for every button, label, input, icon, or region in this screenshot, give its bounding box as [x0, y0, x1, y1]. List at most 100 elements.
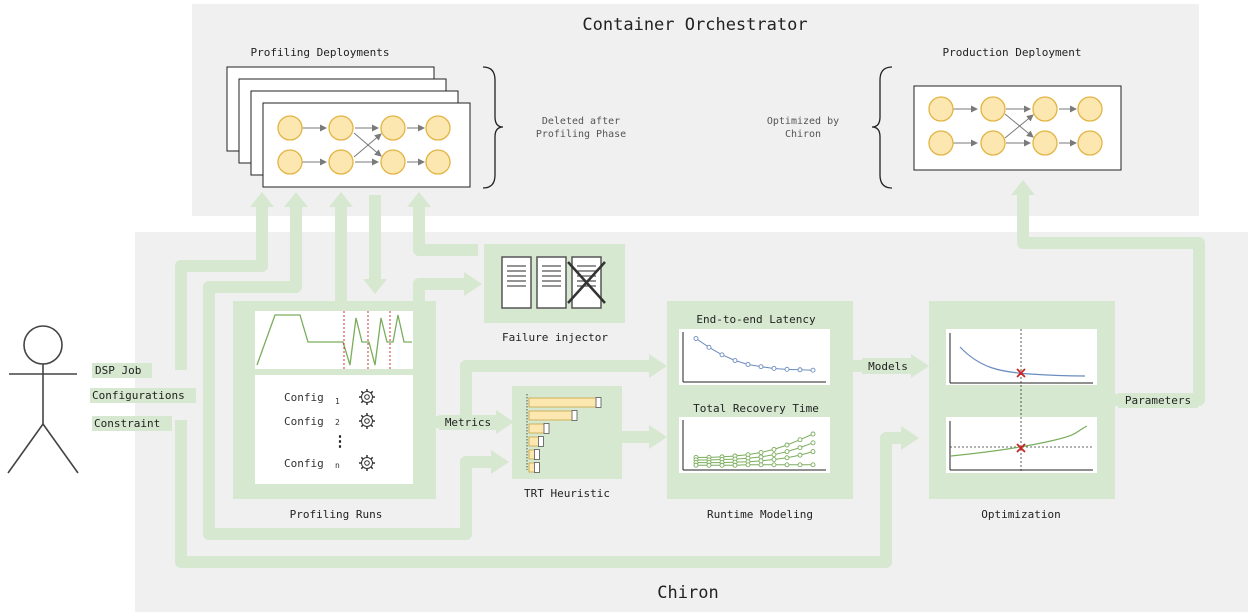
graph-edge	[353, 132, 382, 157]
optimum-marker	[1016, 368, 1026, 378]
operator-node	[380, 149, 406, 175]
data-point	[784, 442, 790, 448]
latency-chart	[682, 332, 826, 383]
failure-injector: Failure injector	[484, 244, 625, 344]
operator-node	[425, 115, 451, 141]
failure-injector-label: Failure injector	[502, 331, 608, 344]
operator-node	[928, 130, 954, 156]
data-point	[784, 366, 790, 372]
right-brace	[482, 66, 504, 189]
operator-node	[277, 149, 303, 175]
series-line	[696, 433, 814, 458]
chiron-title: Chiron	[657, 583, 718, 603]
data-point	[771, 365, 777, 371]
data-point	[810, 431, 816, 437]
metrics-timeseries-line	[256, 314, 412, 366]
profiling-deployments: Profiling Deployments Deleted after Prof…	[226, 46, 626, 189]
trt-bar	[528, 423, 546, 434]
parameters-label: Parameters	[1125, 394, 1191, 407]
trt-bar-cap	[534, 462, 540, 473]
operator-node	[328, 149, 354, 175]
data-point	[732, 358, 738, 363]
data-point	[719, 462, 725, 468]
metrics-label: Metrics	[445, 416, 491, 429]
configurations-label: Configurations	[92, 389, 185, 402]
trt-bar-cap	[538, 436, 544, 447]
constraint-label-bg	[92, 416, 172, 431]
config-subscript: n	[335, 461, 340, 470]
models-label-bg	[862, 358, 914, 374]
config-ellipsis: ⋮	[333, 432, 348, 450]
operator-node	[380, 115, 406, 141]
data-point	[771, 452, 777, 458]
recovery-chart-title: Total Recovery Time	[693, 402, 819, 415]
constraint-label: Constraint	[94, 417, 160, 430]
operator-node	[277, 115, 303, 141]
data-point	[693, 336, 699, 341]
flow-dspjob-to-profiling-deployments	[175, 205, 268, 370]
flow-configurations-to-profiling-deployments	[203, 205, 302, 398]
production-deployment-title: Production Deployment	[942, 46, 1081, 59]
trt-bar	[528, 397, 598, 408]
optimized-note-line2: Chiron	[785, 129, 821, 140]
data-point	[810, 462, 816, 468]
data-point	[797, 462, 803, 468]
operator-node	[980, 130, 1006, 156]
data-point	[810, 440, 816, 446]
config-label: Config	[284, 457, 324, 470]
latency-chart-box	[679, 329, 830, 385]
gear-icon	[359, 413, 375, 429]
left-brace	[871, 66, 893, 189]
parameters-label-bg	[1118, 393, 1198, 408]
data-point	[771, 457, 777, 462]
recovery-chart	[682, 420, 826, 471]
profiling-runs: Config 1 Config 2 ⋮ Config n	[233, 301, 436, 521]
graph-edge	[1004, 114, 1034, 139]
optimized-note-line1: Optimized by	[767, 116, 839, 127]
production-deployment: Production Deployment Optimized by Chiro…	[767, 46, 1122, 189]
optimization-latency-curve	[959, 346, 1086, 377]
config-subscript: 1	[335, 397, 340, 406]
data-point	[706, 344, 712, 350]
operator-node	[425, 149, 451, 175]
configurations-box	[255, 375, 413, 484]
data-point	[784, 462, 790, 468]
trt-bar-cap	[534, 449, 540, 460]
data-point	[771, 462, 777, 468]
config-label: Config	[284, 415, 324, 428]
data-point	[797, 367, 803, 373]
trt-heuristic-label: TRT Heuristic	[524, 487, 610, 500]
models-label: Models	[868, 360, 908, 373]
data-point	[758, 364, 764, 370]
production-dataflow-graph	[928, 96, 1103, 156]
config-row: Config n	[284, 455, 375, 471]
dsp-job-label-bg	[92, 363, 152, 378]
graph-edge	[353, 133, 382, 158]
deleted-note-line1: Deleted after	[542, 116, 620, 127]
metrics-label-bg	[439, 415, 497, 430]
user-actor	[7, 325, 79, 474]
actor-leg-right	[42, 423, 79, 474]
configurations-label-bg	[90, 388, 196, 403]
actor-head	[23, 325, 63, 365]
config-subscript: 2	[335, 418, 340, 427]
trt-bar	[528, 410, 574, 421]
metrics-timeseries-box	[255, 311, 413, 369]
series-line	[696, 451, 814, 464]
failed-server-icon	[567, 256, 606, 309]
optimization-recovery-curve	[950, 425, 1088, 457]
operator-node	[1077, 130, 1103, 156]
orchestrator-title: Container Orchestrator	[582, 15, 807, 35]
optimization: Optimization	[929, 301, 1115, 521]
trt-heuristic: TRT Heuristic	[512, 386, 622, 500]
data-point	[706, 462, 712, 468]
flow-constraint-to-optimization	[175, 420, 903, 568]
data-point	[758, 462, 764, 468]
series-line	[696, 442, 814, 461]
runtime-modeling: End-to-end Latency Total Recovery Time R…	[667, 301, 853, 521]
config-row: Config 1	[284, 389, 375, 406]
profiling-dataflow-graph	[277, 115, 451, 175]
data-point	[810, 367, 816, 373]
gear-icon	[359, 455, 375, 471]
